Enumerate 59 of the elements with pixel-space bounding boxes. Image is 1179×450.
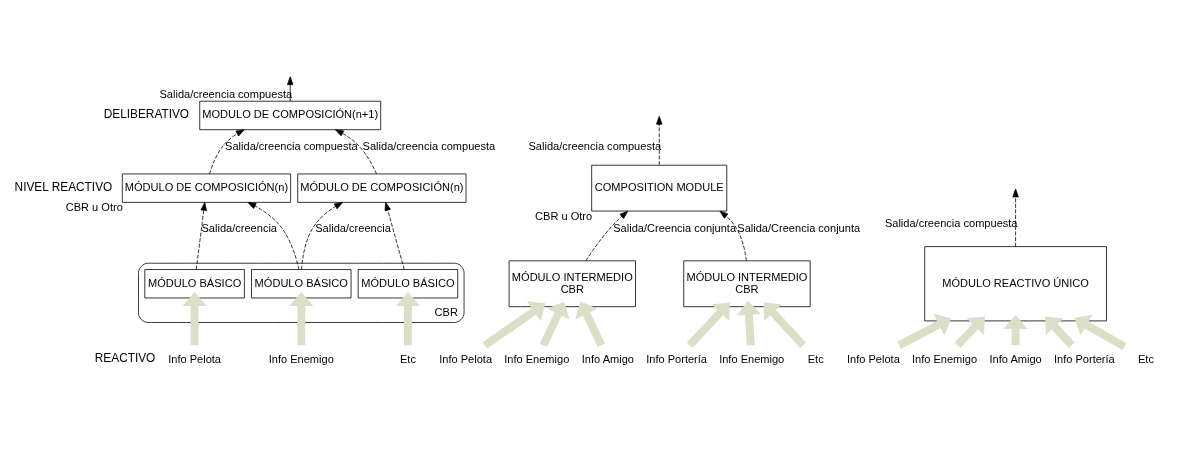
arrow [656, 115, 663, 166]
node-text: Etc [1138, 352, 1154, 365]
arrow [195, 202, 207, 270]
edge-label: Salida/creencia [201, 221, 278, 234]
node-text: Info Enemigo [268, 352, 334, 365]
node-text: Info Pelota [439, 352, 493, 365]
node-box: MÓDULO BÁSICO [357, 269, 459, 299]
arrow [585, 210, 629, 262]
arrow [763, 302, 806, 348]
cluster [138, 262, 465, 323]
node-text: Info Portería [646, 352, 708, 365]
node-text: Info Enemigo [911, 352, 978, 365]
node-text: Info Enemigo [719, 352, 785, 365]
arrow [954, 316, 985, 348]
node-label: CBR u Otro [65, 201, 123, 214]
node-text: Etc [399, 352, 416, 365]
arrow [247, 202, 300, 270]
node-text: Etc [807, 352, 824, 365]
label: DELIBERATIVO [103, 107, 190, 122]
node-text: Info Amigo [581, 352, 634, 365]
node-text: Info Enemigo [504, 352, 570, 365]
edge-label: Salida/creencia [315, 221, 391, 234]
edge-label: Salida/creencia compuesta [362, 140, 496, 153]
arrow [482, 301, 546, 349]
node-text: Info Amigo [989, 352, 1042, 365]
node-box: MÓDULO DE COMPOSICIÓN(n) [297, 173, 467, 203]
node-box: MÓDULO BÁSICO [251, 269, 352, 299]
label: NIVEL REACTIVO [14, 179, 113, 194]
node-text: Info Portería [1053, 352, 1115, 365]
node-box: COMPOSITION MODULE [591, 164, 728, 212]
node-box: MÓDULO INTERMEDIO CBR [508, 260, 636, 308]
node-label: CBR u Otro [535, 209, 593, 222]
node-box: MÓDULO DE COMPOSICIÓN(n) [121, 173, 291, 203]
arrow [686, 302, 730, 348]
edge-label: Salida/Creencia conjunta [737, 221, 861, 234]
edge-label: Salida/creencia compuesta [884, 216, 1018, 229]
node-text: Info Pelota [846, 352, 900, 365]
node-box: MODULO DE COMPOSICIÓN(n+1) [199, 100, 382, 131]
node-text: Info Pelota [168, 352, 222, 365]
arrow [209, 129, 245, 175]
arrow [334, 129, 377, 175]
arrow [575, 301, 605, 347]
arrow [1012, 188, 1019, 247]
arrow [539, 301, 570, 347]
arrow [1074, 314, 1127, 350]
edge-label: Salida/creencia compuesta [159, 88, 293, 101]
label: REACTIVO [94, 351, 156, 366]
edge-label: Salida/Creencia conjunta [613, 221, 737, 234]
edge-label: Salida/creencia compuesta [225, 140, 358, 153]
arrow [301, 202, 343, 270]
node-label: CBR [434, 306, 458, 319]
arrow [1045, 316, 1075, 348]
arrow [897, 313, 952, 349]
node-box: MÓDULO BÁSICO [144, 269, 245, 299]
edge-label: Salida/creencia compuesta [528, 139, 662, 152]
arrow [384, 202, 405, 270]
node-box: MÓDULO INTERMEDIO CBR [683, 260, 811, 308]
arrow [719, 210, 747, 261]
node-box: MÓDULO REACTIVO ÚNICO [924, 246, 1107, 322]
